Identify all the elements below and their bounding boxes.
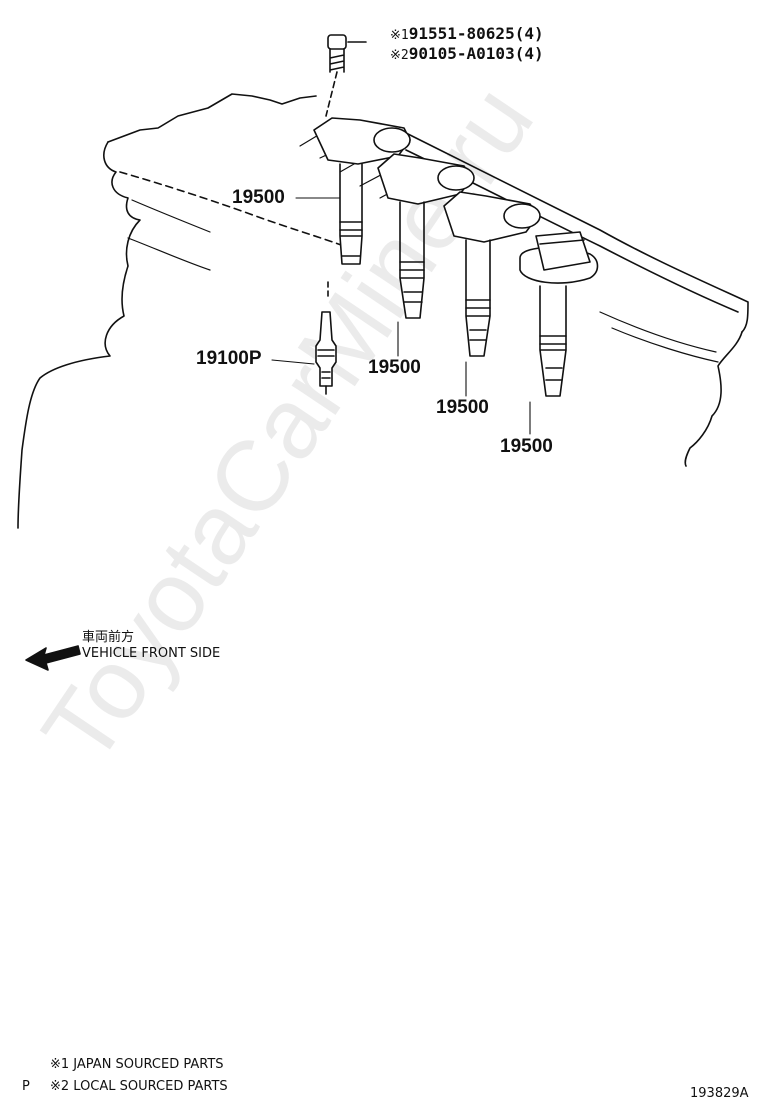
bolt-part-2-text: 90105-A0103(4) — [408, 44, 544, 63]
diagram-id: 193829A — [690, 1086, 749, 1101]
bolt-part-number-2[interactable]: ※290105-A0103(4) — [390, 44, 544, 63]
bolt-part-1-text: 91551-80625(4) — [408, 24, 544, 43]
japan-mark: ※1 — [390, 28, 409, 43]
spark-plug-icon — [315, 281, 337, 395]
callout-coil-4[interactable]: 19500 — [500, 436, 553, 457]
ignition-coil-3 — [443, 191, 541, 357]
bolt-part-number-1[interactable]: ※191551-80625(4) — [390, 24, 544, 43]
callout-coil-2[interactable]: 19500 — [368, 357, 421, 378]
ignition-coil-1 — [313, 117, 411, 265]
callout-coil-1[interactable]: 19500 — [232, 187, 285, 208]
bolt-icon — [325, 34, 367, 117]
front-arrow-icon — [25, 645, 81, 671]
leader-lines — [271, 197, 531, 435]
callout-spark-plug[interactable]: 19100P — [196, 348, 262, 369]
ignition-coil-2 — [377, 153, 475, 319]
footnote-local: ※2 LOCAL SOURCED PARTS — [50, 1079, 228, 1094]
local-mark: ※2 — [390, 48, 409, 63]
front-indicator-english: VEHICLE FRONT SIDE — [82, 646, 221, 661]
footnote-japan: ※1 JAPAN SOURCED PARTS — [50, 1057, 224, 1072]
ignition-coil-4 — [519, 231, 599, 397]
page-marker: P — [22, 1079, 30, 1094]
callout-coil-3[interactable]: 19500 — [436, 397, 489, 418]
front-indicator-japanese: 車両前方 — [82, 630, 135, 645]
